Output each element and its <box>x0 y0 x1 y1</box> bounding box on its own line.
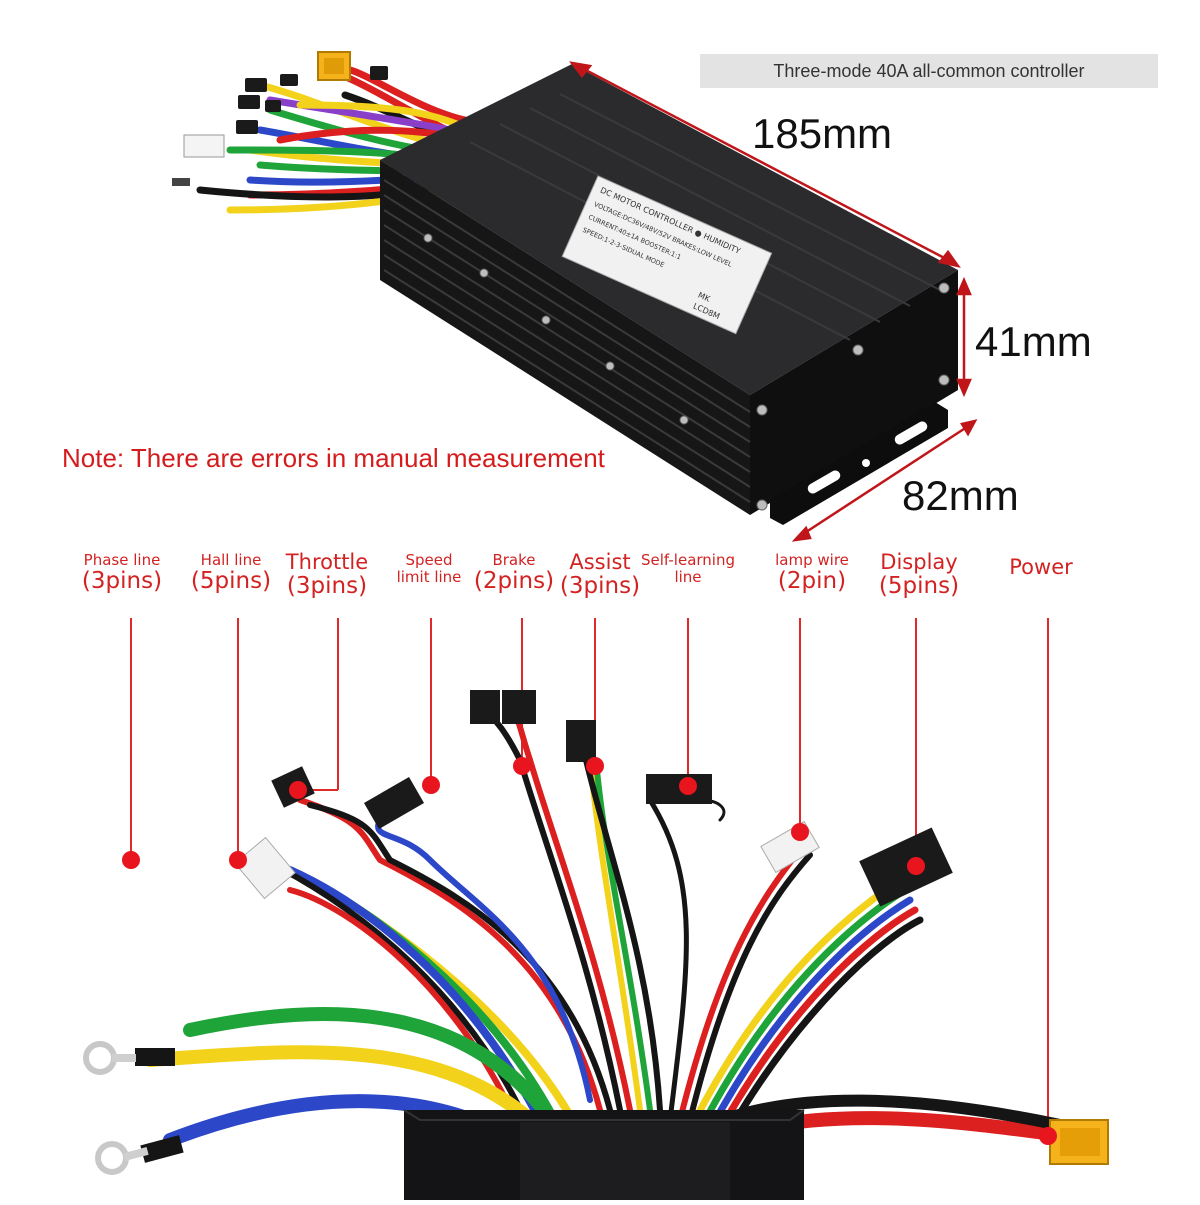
top-connectors <box>236 66 388 134</box>
harness-wires <box>143 702 1067 1167</box>
callout-assist: Assist (3pins) <box>559 550 641 600</box>
callout-assist-title: Assist <box>569 550 631 574</box>
callout-phase-pins: (3pins) <box>81 567 163 594</box>
harness-view <box>83 618 1109 1200</box>
callout-phase-line: Phase line (3pins) <box>82 552 162 594</box>
housing-screws <box>423 233 950 511</box>
mount-holes <box>807 421 928 494</box>
callout-speed-subtitle: limit line <box>396 567 462 586</box>
measurement-note: Note: There are errors in manual measure… <box>62 443 605 473</box>
callout-lamp-wire: lamp wire (2pin) <box>775 552 849 594</box>
callout-display: Display (5pins) <box>878 550 960 600</box>
callout-throttle-title: Throttle <box>285 550 369 574</box>
callout-brake-title: Brake <box>492 551 536 569</box>
callout-display-title: Display <box>880 550 958 574</box>
callout-self-learning: Self-learning line <box>641 552 735 585</box>
width-dimension: 82mm <box>902 472 1019 519</box>
harness-housing <box>403 1109 805 1200</box>
callout-throttle: Throttle (3pins) <box>285 550 369 600</box>
callout-brake: Brake (2pins) <box>474 552 554 594</box>
controller-top-view: DC MOTOR CONTROLLER ● HUMIDITY VOLTAGE:D… <box>172 51 978 542</box>
controller-side-face <box>380 160 750 515</box>
top-ring-terminal <box>172 178 190 186</box>
callout-speed-title: Speed <box>405 551 453 569</box>
callout-assist-pins: (3pins) <box>559 573 641 600</box>
callout-display-pins: (5pins) <box>878 573 960 600</box>
height-dimension: 41mm <box>975 318 1092 365</box>
callout-brake-pins: (2pins) <box>473 567 555 594</box>
callout-speed-limit: Speed limit line <box>397 552 462 585</box>
top-white-connector <box>183 134 225 158</box>
callout-throttle-pins: (3pins) <box>286 573 368 600</box>
callout-hall-title: Hall line <box>200 551 262 569</box>
callout-learning-title: Self-learning <box>641 551 735 569</box>
phase-ring-terminals <box>83 1041 184 1175</box>
callout-lamp-pins: (2pin) <box>777 567 847 594</box>
callout-dots <box>122 757 1057 1145</box>
callout-learning-subtitle: line <box>674 567 702 586</box>
callout-hall-line: Hall line (5pins) <box>191 552 271 594</box>
top-power-connector <box>317 51 351 81</box>
dimension-arrows <box>569 61 978 542</box>
product-title-banner: Three-mode 40A all-common controller <box>700 54 1158 88</box>
callout-power-title: Power <box>1009 555 1073 579</box>
callout-power: Power <box>1009 555 1073 579</box>
length-dimension: 185mm <box>752 110 893 157</box>
callout-phase-title: Phase line <box>83 551 161 569</box>
controller-end-face <box>750 270 958 515</box>
callout-lamp-title: lamp wire <box>775 551 849 569</box>
power-xt60-connector <box>1049 1119 1109 1165</box>
callout-hall-pins: (5pins) <box>190 567 272 594</box>
